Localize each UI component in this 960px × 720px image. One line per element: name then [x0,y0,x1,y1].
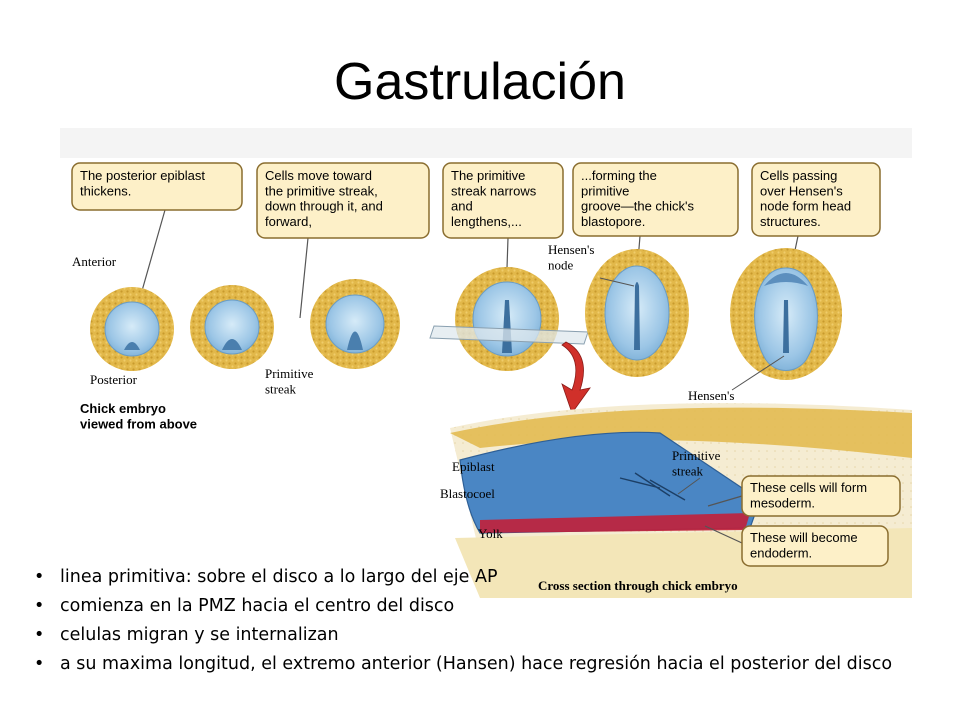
bullet-item: celulas migran y se internalizan [34,621,934,650]
embryo-stage-6 [730,248,842,391]
label-blastocoel: Blastocoel [440,486,495,501]
bullet-item: a su maxima longitud, el extremo anterio… [34,650,934,679]
bullet-text: linea primitiva: sobre el disco a lo lar… [60,567,498,587]
section-plane [429,325,589,345]
label-epiblast: Epiblast [452,459,495,474]
label-yolk: Yolk [478,526,503,541]
slide-title: Gastrulación [334,53,626,111]
label-anterior: Anterior [72,254,117,269]
mesoderm-layer [480,513,750,533]
bullet-item: linea primitiva: sobre el disco a lo lar… [34,563,934,592]
bullet-text: a su maxima longitud, el extremo anterio… [60,654,893,674]
epiblast-sheet [459,431,761,534]
bullet-list: linea primitiva: sobre el disco a lo lar… [34,563,934,679]
embryo-stage-4 [429,267,589,371]
bullet-item: comienza en la PMZ hacia el centro del d… [34,592,934,621]
texture-strip [60,128,912,158]
embryo-stage-1 [90,287,174,371]
section-arrow [561,341,591,414]
embryo-stage-3 [310,279,400,369]
embryo-stage-2 [190,285,274,369]
bullet-text: celulas migran y se internalizan [60,625,339,645]
embryo-stage-5 [585,249,689,377]
bullet-text: comienza en la PMZ hacia el centro del d… [60,596,455,616]
label-posterior: Posterior [90,372,138,387]
